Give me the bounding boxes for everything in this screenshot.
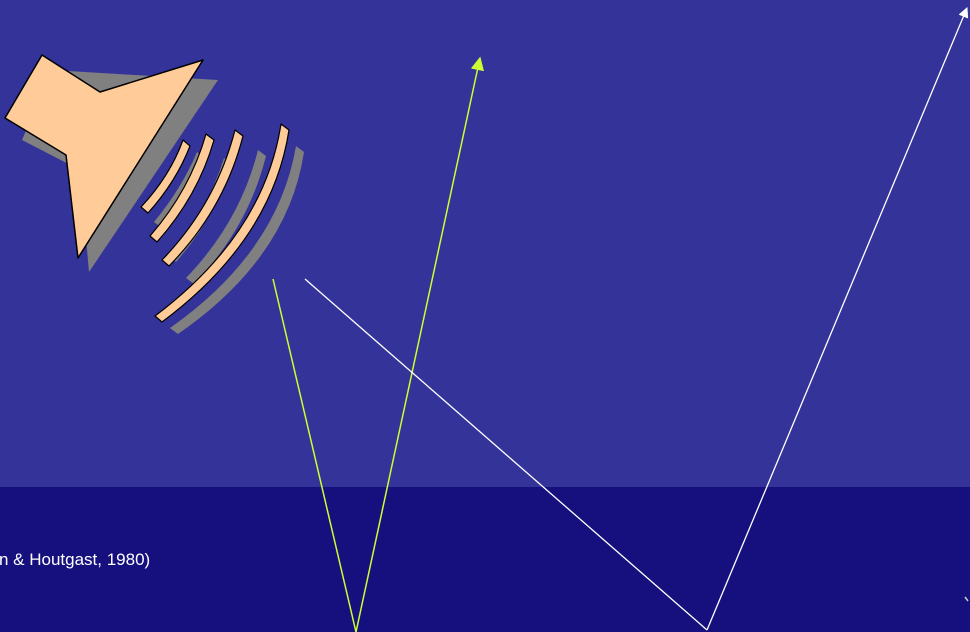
lower-background — [0, 487, 970, 632]
sound-wave-arcs — [140, 123, 290, 323]
reflected-ray-outgoing — [706, 7, 969, 631]
direct-ray-reflected — [355, 56, 485, 632]
direct-ray — [272, 56, 485, 632]
direct-ray-incoming — [272, 278, 357, 632]
speaker-icon — [4, 54, 204, 259]
corner-mark — [964, 596, 969, 602]
reflected-ray — [304, 7, 969, 631]
citation-text: n & Houtgast, 1980) — [0, 550, 151, 569]
reflected-ray-incoming — [304, 278, 708, 631]
